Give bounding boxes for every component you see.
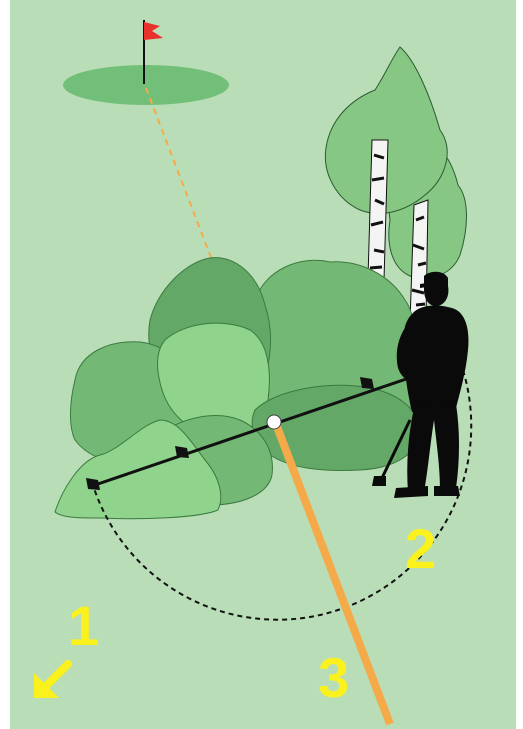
label-one: 1 (68, 594, 99, 657)
green-ellipse (63, 65, 229, 105)
label-two: 2 (405, 517, 436, 580)
ball (267, 415, 281, 429)
label-three: 3 (318, 646, 349, 709)
